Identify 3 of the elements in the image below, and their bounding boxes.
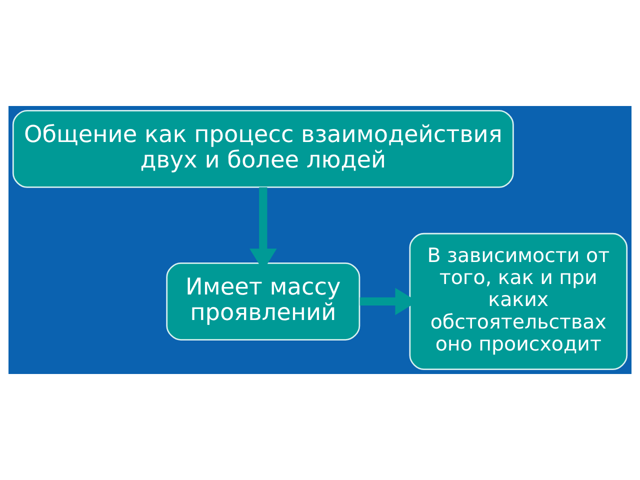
- node-box: Имеет массу проявлений: [166, 262, 360, 340]
- node-box: Общение как процесс взаимодействия двух и более людей: [12, 110, 514, 188]
- node-box: В зависимости от того, как и при каких обстоятельствах оно происходит: [409, 232, 628, 370]
